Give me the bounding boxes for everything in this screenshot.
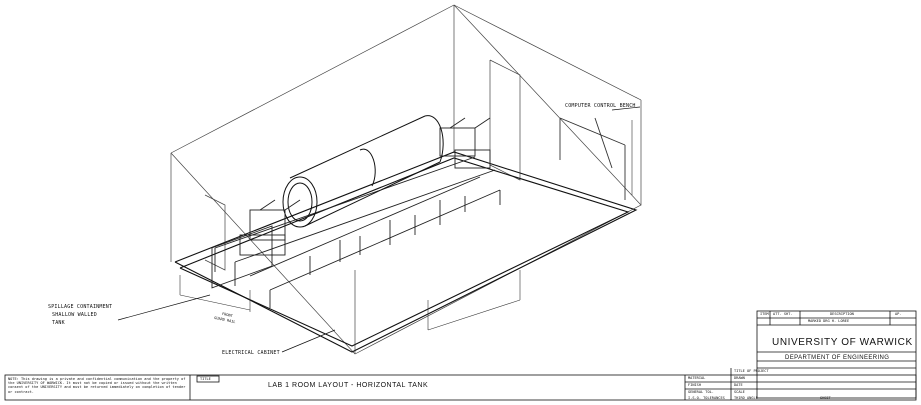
date-label: DATE [734,383,743,387]
third-angle-label: THIRD ANGLE [734,396,758,400]
finish-label: FINISH [688,383,701,387]
drawing-title: LAB 1 ROOM LAYOUT - HORIZONTAL TANK [268,382,429,389]
horizontal-tank [282,115,444,228]
university-name: UNIVERSITY OF WARWICK [772,337,913,348]
department-name: DEPARTMENT OF ENGINEERING [785,355,890,361]
rev-att-header: ATT. SHT. [773,312,793,316]
spillage-tray [174,151,638,353]
rev-description-header: DESCRIPTION [830,312,854,316]
computer-bench [559,117,626,200]
sheet-label: SHEET [820,396,831,400]
material-label: MATERIAL [688,376,706,380]
room-enclosure [170,4,642,355]
tank-label: TANK [52,320,65,326]
rev-ap-header: AP. [895,312,902,316]
electrical-cabinet-label: ELECTRICAL CABINET [222,350,280,356]
shallow-walled-label: SHALLOW WALLED [52,312,97,318]
dimension-lines [179,120,633,331]
rev-item-header: ITEM [760,312,769,316]
leader-lines [117,106,641,353]
project-title-label: TITLE OF PROJECT [734,369,769,373]
title-block-frame [4,310,917,401]
general-tol-label: GENERAL TOL. [688,390,714,394]
title-label: TITLE [200,377,211,381]
confidentiality-note: NOTE: This drawing is a private and conf… [8,377,186,394]
rig-frame [211,156,501,308]
scale-label: SCALE [734,390,745,394]
computer-bench-label: COMPUTER CONTROL BENCH [565,103,636,109]
tank-supports [239,117,491,256]
drawn-label: DRAWN [734,376,745,380]
spillage-label: SPILLAGE CONTAINMENT [48,304,113,310]
iso-tolerances-label: I.S.O. TOLERANCES [688,396,725,400]
rev-row-text: MARKED DRG H. LOREE [808,319,850,323]
